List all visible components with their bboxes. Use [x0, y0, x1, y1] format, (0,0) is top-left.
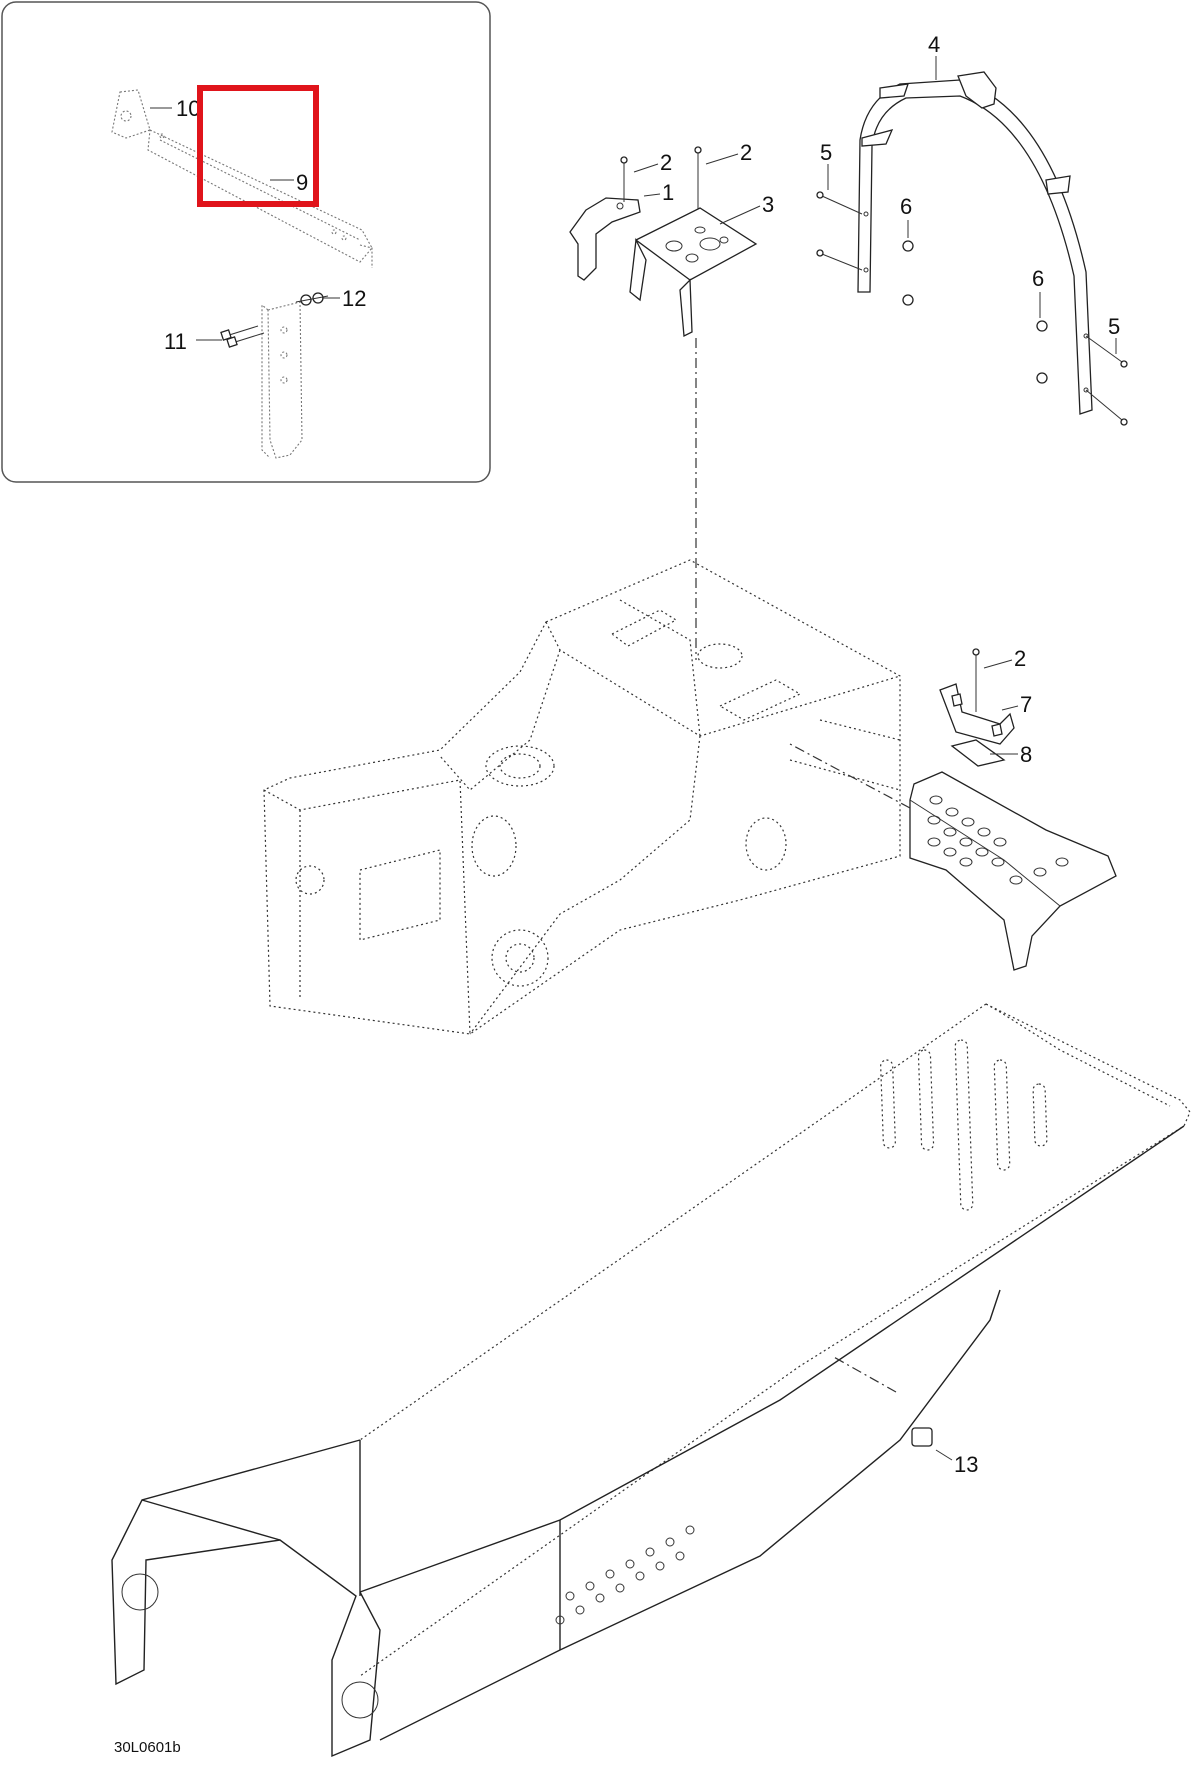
part-2-pin-right [972, 648, 980, 712]
callout-8: 8 [1020, 742, 1032, 767]
part-10-bracket [111, 89, 151, 139]
part-5-bolts-left [816, 191, 863, 271]
tunnel [111, 1003, 1191, 1758]
callout-2-a: 2 [660, 150, 672, 175]
callout-7: 7 [1020, 692, 1032, 717]
part-11-bolts [220, 325, 265, 348]
footrest-holes [927, 795, 1069, 885]
callout-1: 1 [662, 180, 674, 205]
footrest-plate [909, 771, 1117, 971]
inset-panel: 10 9 11 12 [1, 1, 491, 483]
callout-5-b: 5 [1108, 314, 1120, 339]
part-5-bolts-right [1085, 335, 1128, 426]
part-2-pins-top [620, 146, 702, 214]
callout-2-c: 2 [1014, 646, 1026, 671]
part-6-nuts-right [1036, 320, 1048, 384]
part-8-pad [950, 739, 1006, 767]
callout-4: 4 [928, 32, 940, 57]
main-frame [263, 559, 901, 1035]
callout-12: 12 [342, 286, 366, 311]
callout-9: 9 [296, 170, 308, 195]
callout-3: 3 [762, 192, 774, 217]
callout-6-b: 6 [1032, 266, 1044, 291]
part-4-handle [857, 71, 1093, 415]
callout-5-a: 5 [820, 140, 832, 165]
part-13-plug [911, 1427, 933, 1447]
figure-code: 30L0601b [114, 1739, 181, 1756]
tunnel-vent-holes [555, 1525, 695, 1625]
callout-2-b: 2 [740, 140, 752, 165]
part-3-plate [629, 207, 758, 338]
part-1-bracket [569, 197, 641, 281]
callout-13: 13 [954, 1452, 978, 1477]
part-7-clip [939, 683, 1015, 745]
callout-11: 11 [164, 329, 187, 354]
tunnel-slots [880, 1039, 1048, 1211]
callout-10: 10 [176, 96, 200, 121]
part-12-nuts [295, 292, 329, 306]
part-9-rail [147, 129, 373, 268]
callout-6-a: 6 [900, 194, 912, 219]
inset-frame-post [261, 301, 303, 459]
highlight-box [197, 85, 319, 207]
part-6-nuts-left [902, 240, 914, 306]
